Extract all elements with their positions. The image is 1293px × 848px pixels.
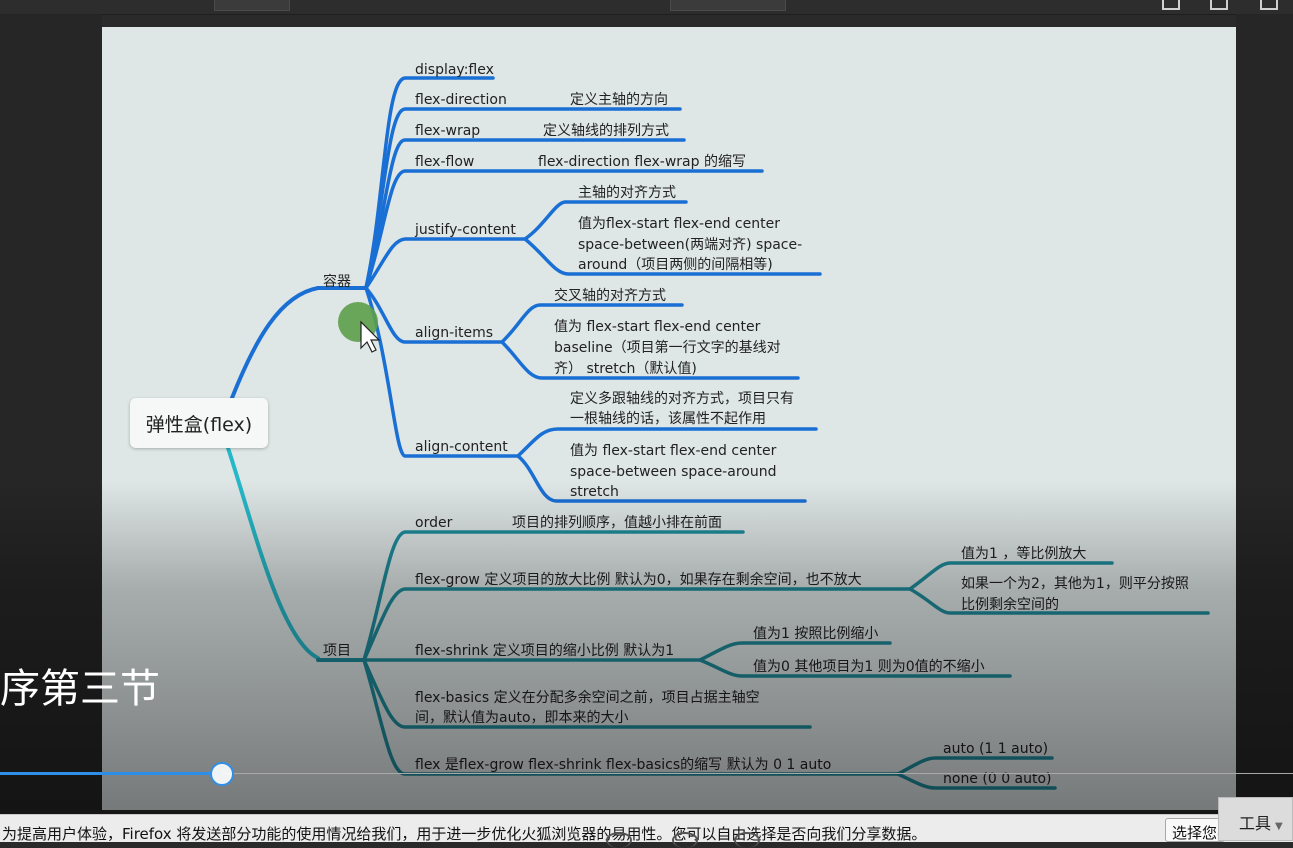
align-items-desc1: 交叉轴的对齐方式 (554, 287, 666, 304)
layout-icon[interactable] (1162, 0, 1180, 10)
justify-content-label: justify-content (414, 222, 516, 238)
mindmap-root-node: 弹性盒(flex) (130, 398, 268, 448)
display-label: display:flex (415, 62, 494, 78)
top-toolbar (0, 0, 1293, 15)
sub-justify-2 (523, 237, 822, 276)
flex-shrink-text: flex-shrink 定义项目的缩小比例 默认为1 (415, 643, 674, 659)
align-content-desc2-line3: stretch (570, 484, 619, 500)
align-content-desc2-line2: space-between space-around (570, 464, 776, 480)
sub-grow-2 (908, 587, 1210, 615)
chevron-down-icon: ▼ (1275, 821, 1283, 832)
sub-align-items-1 (500, 303, 684, 344)
sub-align-items-2 (500, 340, 800, 380)
flex-direction-label: flex-direction (415, 92, 507, 108)
align-items-desc2-line2: baseline（项目第一行文字的基线对 (554, 339, 781, 356)
toolbar-field[interactable] (214, 0, 290, 11)
justify-content-desc2-line2: space-between(两端对齐) space- (578, 237, 802, 253)
firefox-notification-bar: 为提高用户体验，Firefox 将发送部分功能的使用情况给我们，用于进一步优化火… (0, 814, 1293, 843)
item-label: 项目 (323, 643, 351, 659)
flex-flow-label: flex-flow (415, 154, 474, 170)
flex-sub1: auto (1 1 auto) (943, 741, 1048, 757)
previous-icon[interactable] (606, 832, 632, 848)
branch-flex-flow (364, 169, 764, 290)
align-items-desc2-line3: 齐） stretch（默认值) (554, 361, 697, 377)
align-content-label: align-content (415, 439, 508, 455)
play-icon[interactable] (672, 832, 698, 848)
seek-bar-knob[interactable] (210, 762, 234, 786)
next-icon[interactable] (734, 832, 760, 848)
flex-basics-line1: flex-basics 定义在分配多余空间之前，项目占据主轴空 (415, 689, 760, 706)
container-label: 容器 (323, 273, 351, 290)
branch-align-content (364, 286, 520, 458)
order-label: order (415, 515, 453, 531)
justify-content-desc2-line1: 值为flex-start flex-end center (578, 216, 780, 232)
seek-bar-track[interactable] (222, 773, 1293, 774)
window-icon[interactable] (1210, 0, 1228, 10)
flex-wrap-desc: 定义轴线的排列方式 (543, 123, 669, 139)
flex-flow-desc: flex-direction flex-wrap 的缩写 (538, 154, 746, 170)
close-icon[interactable] (1260, 0, 1278, 10)
branch-order (362, 530, 745, 662)
flex-basics-line2: 间，默认值为auto，即本来的大小 (415, 710, 629, 726)
align-items-label: align-items (415, 325, 493, 341)
flex-grow-sub2-line2: 比例剩余空间的 (961, 596, 1059, 613)
flex-shrink-sub2: 值为0 其他项目为1 则为0值的不缩小 (753, 659, 985, 675)
sub-align-content-1 (516, 427, 818, 458)
order-desc: 项目的排列顺序，值越小排在前面 (512, 514, 722, 531)
flex-grow-sub2-line1: 如果一个为2，其他为1，则平分按照 (961, 576, 1189, 592)
sub-shrink-1 (698, 641, 892, 662)
align-content-desc1-line2: 一根轴线的话，该属性不起作用 (570, 411, 766, 427)
flex-direction-desc: 定义主轴的方向 (570, 92, 668, 108)
video-title: 序第三节 (0, 666, 160, 712)
align-items-desc2-line1: 值为 flex-start flex-end center (554, 319, 761, 335)
choose-data-button[interactable]: 选择您要共享的数据 (1165, 818, 1225, 842)
flex-wrap-label: flex-wrap (415, 123, 480, 139)
seek-bar-played[interactable] (0, 772, 222, 775)
root-to-item-link (226, 446, 320, 660)
justify-content-desc2-line3: around（项目两侧的间隔相等) (578, 256, 773, 273)
flex-shrink-sub1: 值为1 按照比例缩小 (753, 626, 878, 642)
tools-label: 工具 (1239, 814, 1272, 833)
branch-justify-content (364, 237, 527, 290)
align-content-desc1-line1: 定义多跟轴线的对齐方式，项目只有 (570, 390, 794, 407)
root-to-container-link (230, 286, 320, 400)
align-content-desc2-line1: 值为 flex-start flex-end center (570, 443, 777, 459)
mouse-cursor-icon (360, 320, 381, 353)
justify-content-desc1: 主轴的对齐方式 (578, 185, 676, 201)
branch-align-items (364, 286, 504, 344)
flex-text: flex 是flex-grow flex-shrink flex-basics的… (415, 757, 831, 773)
container-branches (364, 76, 822, 503)
toolbar-dropdown[interactable] (670, 0, 786, 11)
flex-grow-sub1: 值为1 ，等比例放大 (961, 545, 1086, 562)
sub-justify-1 (523, 200, 688, 241)
tools-button[interactable]: 工具▼ (1218, 797, 1293, 841)
flex-grow-text: flex-grow 定义项目的放大比例 默认为0，如果存在剩余空间，也不放大 (415, 571, 862, 588)
